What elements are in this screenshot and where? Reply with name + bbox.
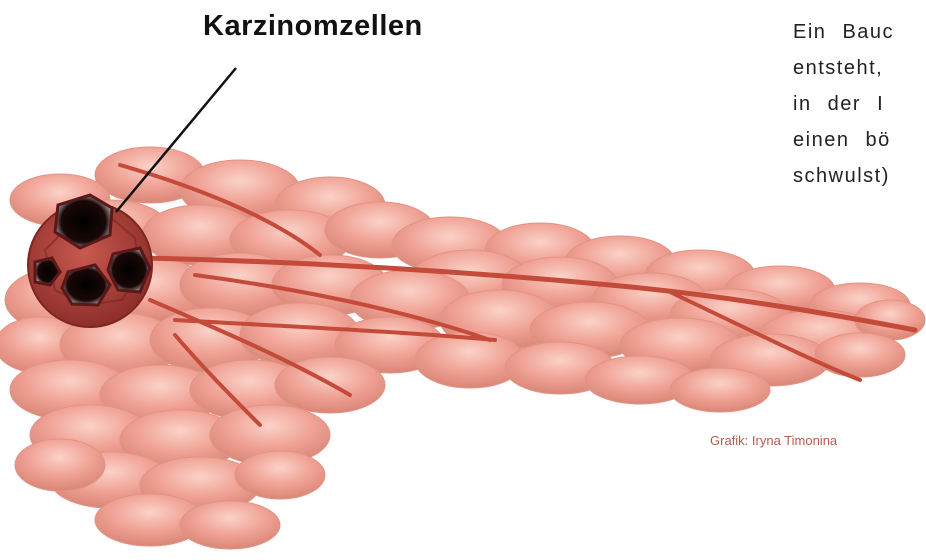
carcinoma-cell — [108, 248, 150, 292]
tissue-cell — [670, 368, 770, 412]
graphic-credit: Grafik: Iryna Timonina — [710, 433, 837, 448]
label-karzinomzellen: Karzinomzellen — [203, 10, 423, 43]
description-line: einen bö — [793, 122, 926, 158]
description-text: Ein Bauc entsteht, in der I einen bö sch… — [793, 14, 926, 194]
description-line: entsteht, — [793, 50, 926, 86]
tissue-cell — [235, 451, 325, 499]
description-line: in der I — [793, 86, 926, 122]
tissue-cell — [815, 333, 905, 377]
tissue-cell — [15, 439, 105, 491]
description-line: Ein Bauc — [793, 14, 926, 50]
description-line: schwulst) — [793, 158, 926, 194]
tissue-cell — [180, 501, 280, 549]
